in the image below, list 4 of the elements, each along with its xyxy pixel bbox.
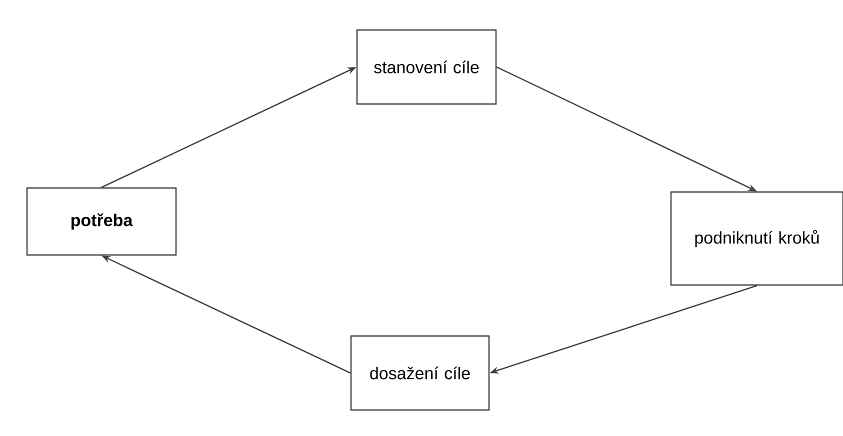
process-box: podniknutí kroků <box>670 191 843 286</box>
process-box: dosažení cíle <box>350 335 490 411</box>
process-box: stanovení cíle <box>356 29 497 105</box>
process-box: potřeba <box>26 187 177 256</box>
